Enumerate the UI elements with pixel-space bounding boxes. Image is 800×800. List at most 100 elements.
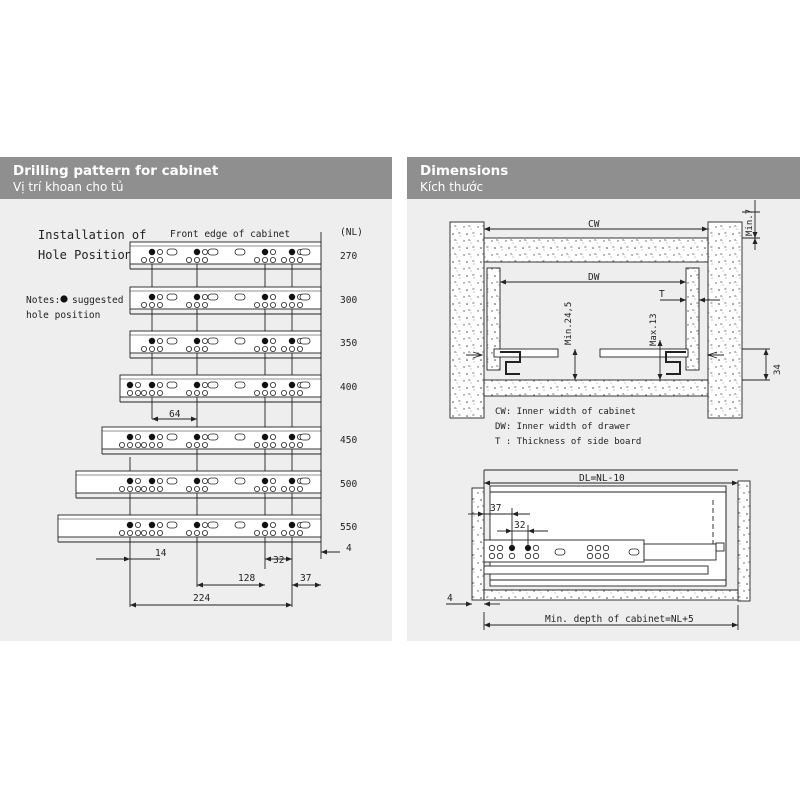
mounting-hole — [261, 389, 268, 396]
mounting-hole — [119, 441, 126, 448]
cabinet-side-left — [449, 221, 485, 419]
slot-hole — [207, 477, 219, 485]
mounting-hole — [156, 381, 163, 388]
mounting-hole — [261, 485, 268, 492]
drawer-side-left — [486, 267, 501, 371]
slide-profile-right — [665, 351, 686, 375]
mounting-hole — [269, 477, 276, 484]
suggested-hole — [288, 293, 296, 301]
slot-hole — [234, 293, 246, 301]
dimension-37: 37 — [300, 573, 311, 584]
suggested-hole — [288, 433, 296, 441]
mounting-hole — [261, 529, 268, 536]
mounting-hole — [185, 345, 192, 352]
dimension-4: 4 — [447, 593, 453, 604]
mounting-hole — [156, 249, 163, 256]
legend-line: T : Thickness of side board — [495, 437, 641, 447]
cabinet-side-right — [707, 221, 743, 419]
legend-line: DW: Inner width of drawer — [495, 422, 631, 432]
mounting-hole — [134, 433, 141, 440]
mounting-hole — [156, 433, 163, 440]
mounting-hole — [288, 257, 295, 264]
suggested-hole — [126, 381, 134, 389]
slot-hole — [207, 433, 219, 441]
mounting-hole — [269, 345, 276, 352]
dimension-128: 128 — [238, 573, 255, 584]
mounting-hole — [201, 249, 208, 256]
suggested-hole — [261, 521, 269, 529]
rail-length-label: 550 — [340, 522, 357, 533]
rail-length-label: 400 — [340, 382, 357, 393]
drawer-rail — [57, 514, 322, 543]
mounting-hole — [201, 389, 208, 396]
mounting-hole — [201, 301, 208, 308]
rail-length-label: 300 — [340, 295, 357, 306]
mounting-hole — [201, 521, 208, 528]
mounting-hole — [269, 521, 276, 528]
mounting-hole — [201, 477, 208, 484]
suggested-hole — [288, 381, 296, 389]
mounting-hole — [269, 389, 276, 396]
mounting-hole — [532, 544, 540, 552]
dw-label: DW — [588, 272, 600, 283]
slot-hole — [299, 337, 311, 345]
suggested-hole — [126, 521, 134, 529]
mounting-hole — [156, 293, 163, 300]
slot-hole — [207, 521, 219, 529]
suggested-hole — [193, 248, 201, 256]
mounting-hole — [280, 529, 287, 536]
mounting-hole — [269, 529, 276, 536]
panel-header: Drilling pattern for cabinet Vị trí khoa… — [0, 157, 392, 199]
slot-hole — [299, 433, 311, 441]
screw-left — [466, 351, 484, 359]
drawer-side-view — [471, 469, 751, 602]
suggested-hole — [193, 337, 201, 345]
drawer-bottom-board — [483, 379, 709, 397]
suggested-hole — [148, 381, 156, 389]
mounting-hole — [134, 477, 141, 484]
mounting-hole — [134, 485, 141, 492]
mounting-hole — [261, 301, 268, 308]
slot-hole — [299, 521, 311, 529]
slot-hole — [234, 381, 246, 389]
dimension-32: 32 — [273, 555, 284, 566]
suggested-hole — [126, 477, 134, 485]
mounting-hole — [185, 529, 192, 536]
mounting-hole — [193, 529, 200, 536]
mounting-hole — [296, 529, 303, 536]
mounting-hole — [201, 441, 208, 448]
slot-hole — [234, 521, 246, 529]
cabinet-front-wall — [471, 487, 485, 601]
mounting-hole — [148, 301, 155, 308]
mounting-hole — [185, 441, 192, 448]
suggested-hole — [261, 477, 269, 485]
notes-prefix: Notes: — [26, 295, 60, 306]
mounting-hole — [253, 257, 260, 264]
mounting-hole — [156, 337, 163, 344]
side-view-dimensions — [446, 480, 739, 630]
mounting-hole — [296, 389, 303, 396]
mounting-hole — [261, 257, 268, 264]
mounting-hole — [253, 389, 260, 396]
suggested-hole — [193, 293, 201, 301]
suggested-hole — [148, 477, 156, 485]
mounting-hole — [288, 529, 295, 536]
mounting-hole — [148, 345, 155, 352]
mounting-hole — [148, 389, 155, 396]
mounting-hole — [296, 441, 303, 448]
slot-hole — [234, 477, 246, 485]
mounting-hole — [156, 529, 163, 536]
mounting-hole — [269, 381, 276, 388]
mounting-hole — [185, 257, 192, 264]
suggested-hole — [148, 293, 156, 301]
slot-hole — [299, 248, 311, 256]
suggested-hole — [261, 381, 269, 389]
mounting-hole — [185, 389, 192, 396]
mounting-hole — [269, 249, 276, 256]
mounting-hole — [488, 544, 496, 552]
drawer-rail — [129, 286, 322, 315]
slot-hole — [234, 433, 246, 441]
slot-hole — [166, 293, 178, 301]
slot-hole — [299, 477, 311, 485]
rail-length-label: 350 — [340, 338, 357, 349]
